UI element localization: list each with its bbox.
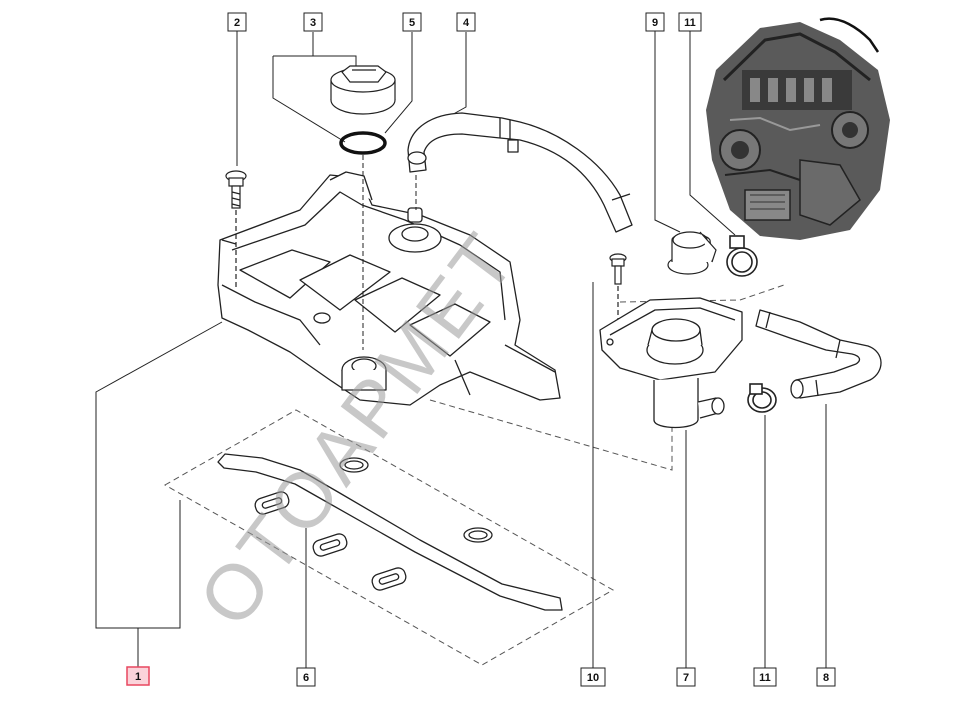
valve-cover-part [217,171,561,406]
callout-7-label: 7 [683,672,689,684]
hose-clamp-bottom-part [747,383,777,413]
callout-9-label: 9 [652,17,658,29]
callout-8: 8 [816,667,836,687]
callout-11-top-label: 11 [684,17,696,29]
callout-6: 6 [296,667,316,687]
callout-7: 7 [676,667,696,687]
o-ring-part [339,131,387,155]
oil-filler-cap-part [330,65,396,115]
callout-11-bottom: 11 [753,667,777,687]
callout-10: 10 [580,667,606,687]
crankcase-hose-part [755,309,882,399]
callout-11-bottom-label: 11 [759,672,771,684]
callout-3-label: 3 [310,17,316,29]
bolt-part [225,170,247,290]
hose-clamp-top-part [726,235,758,277]
gasket-set-part [217,453,563,611]
oil-separator-part [599,297,743,429]
callout-11-top: 11 [678,12,702,32]
callout-1: 1 [126,666,150,686]
callout-9: 9 [645,12,665,32]
callout-10-label: 10 [587,672,599,684]
callout-2: 2 [227,12,247,32]
callout-4-label: 4 [463,17,470,29]
leader-lines [95,31,827,668]
callout-labels: 1 2 3 4 5 6 7 8 [126,12,836,687]
callout-6-label: 6 [303,672,309,684]
callout-5-label: 5 [409,17,415,29]
callout-4: 4 [456,12,476,32]
fitting-connector-part [667,231,717,275]
engine-thumbnail-image [706,17,890,240]
callout-1-label: 1 [135,671,141,683]
callout-2-label: 2 [234,17,240,29]
callout-3: 3 [303,12,323,32]
callout-5: 5 [402,12,422,32]
breather-hose-part [407,112,633,233]
callout-8-label: 8 [823,672,829,684]
